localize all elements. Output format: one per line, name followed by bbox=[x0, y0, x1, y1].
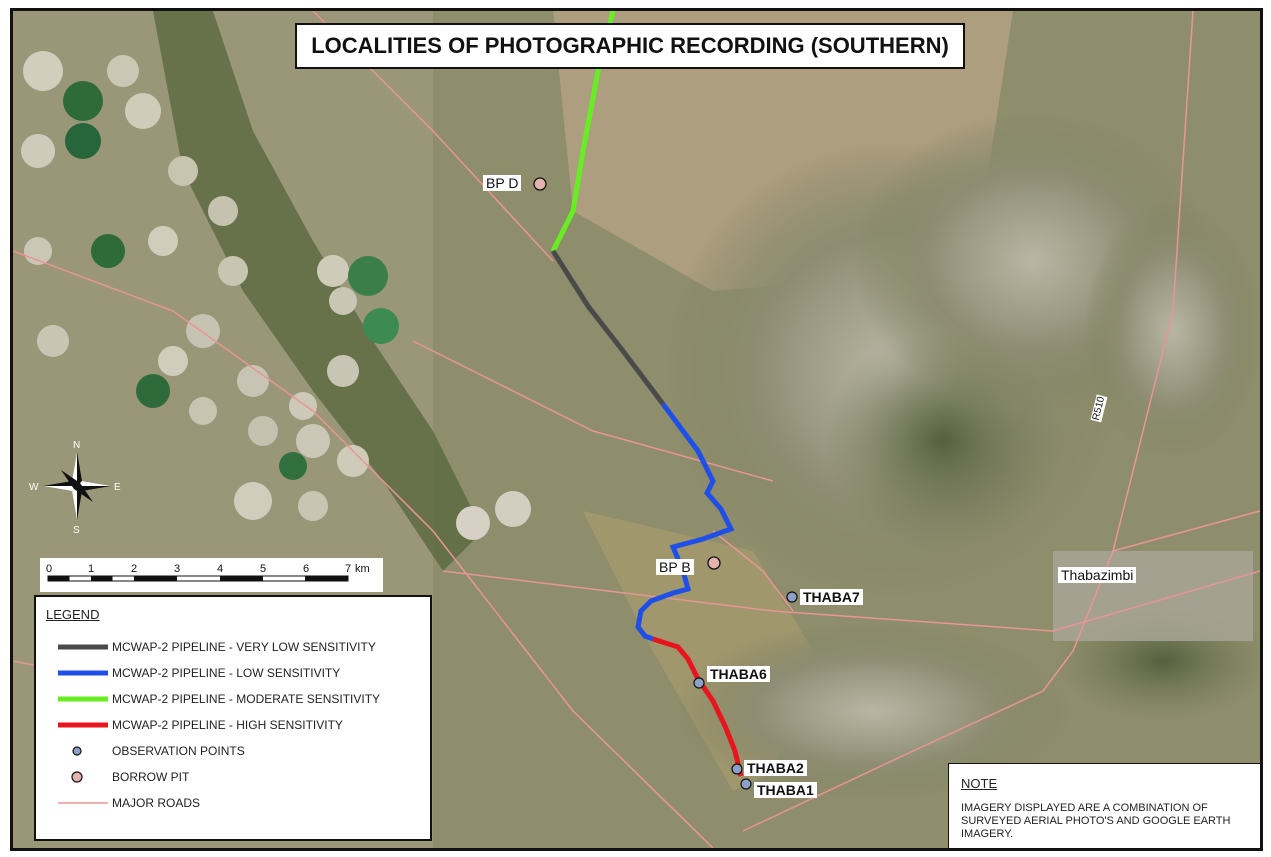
mountain-range-3 bbox=[673, 621, 1073, 801]
map-frame: N S E W BP D BP B THABA7 THABA6 THABA2 T… bbox=[10, 8, 1263, 851]
scale-tick-1: 1 bbox=[88, 563, 94, 575]
legend-heading: LEGEND bbox=[46, 607, 100, 622]
compass-rose-icon: N S E W bbox=[29, 440, 121, 536]
town-area bbox=[1053, 551, 1253, 641]
scale-bar-graphic: 0 1 2 3 4 5 6 7 km bbox=[46, 563, 370, 582]
line-symbol-low-icon bbox=[58, 670, 108, 676]
line-symbol-moderate-icon bbox=[58, 696, 108, 702]
scale-tick-7: 7 bbox=[345, 563, 351, 575]
compass-w: W bbox=[29, 482, 39, 493]
pipeline-low-segment bbox=[635, 402, 735, 642]
riverine-vegetation bbox=[153, 11, 483, 571]
scale-tick-0: 0 bbox=[46, 563, 52, 575]
mountain-range-4 bbox=[1083, 201, 1260, 461]
legend-label: MCWAP-2 PIPELINE - HIGH SENSITIVITY bbox=[112, 718, 343, 732]
scale-tick-4: 4 bbox=[217, 563, 223, 575]
compass-e: E bbox=[114, 482, 121, 493]
legend-item-observation: OBSERVATION POINTS bbox=[36, 741, 432, 761]
observation-point-thaba6[interactable] bbox=[693, 677, 705, 689]
legend-label: OBSERVATION POINTS bbox=[112, 744, 245, 758]
observation-point-thaba7[interactable] bbox=[786, 591, 798, 603]
legend-label: MAJOR ROADS bbox=[112, 796, 201, 810]
observation-point-thaba1[interactable] bbox=[740, 778, 752, 790]
irrigation-circles bbox=[21, 51, 531, 540]
borrow-pit-icon bbox=[71, 771, 83, 783]
pipeline-very-low-segment bbox=[550, 249, 665, 406]
scale-tick-2: 2 bbox=[131, 563, 137, 575]
label-thaba7: THABA7 bbox=[800, 589, 863, 605]
scale-tick-5: 5 bbox=[260, 563, 266, 575]
legend-item-low: MCWAP-2 PIPELINE - LOW SENSITIVITY bbox=[36, 663, 432, 683]
map-title: LOCALITIES OF PHOTOGRAPHIC RECORDING (SO… bbox=[295, 23, 965, 69]
map-canvas[interactable]: N S E W bbox=[13, 11, 1260, 848]
legend-label: MCWAP-2 PIPELINE - LOW SENSITIVITY bbox=[112, 666, 341, 680]
note-text: IMAGERY DISPLAYED ARE A COMBINATION OF S… bbox=[961, 802, 1231, 840]
legend-label: MCWAP-2 PIPELINE - MODERATE SENSITIVITY bbox=[112, 692, 381, 706]
scale-unit: km bbox=[355, 563, 370, 575]
line-symbol-high-icon bbox=[58, 722, 108, 728]
borrow-pit-bp-d[interactable] bbox=[533, 177, 547, 191]
scale-tick-6: 6 bbox=[303, 563, 309, 575]
legend-item-borrow-pit: BORROW PIT bbox=[36, 767, 432, 787]
note-panel: NOTE IMAGERY DISPLAYED ARE A COMBINATION… bbox=[948, 763, 1260, 848]
label-thaba1: THABA1 bbox=[754, 782, 817, 798]
legend-item-roads: MAJOR ROADS bbox=[36, 793, 432, 813]
mountain-shadow-1 bbox=[823, 331, 1063, 551]
borrow-pit-bp-b[interactable] bbox=[707, 556, 721, 570]
legend-panel: LEGEND MCWAP-2 PIPELINE - VERY LOW SENSI… bbox=[34, 595, 432, 841]
compass-n: N bbox=[73, 440, 80, 451]
note-heading: NOTE bbox=[961, 776, 998, 791]
label-bp-b: BP B bbox=[656, 559, 694, 575]
scale-bar: 0 1 2 3 4 5 6 7 km bbox=[40, 558, 383, 592]
legend-item-high: MCWAP-2 PIPELINE - HIGH SENSITIVITY bbox=[36, 715, 432, 735]
legend-item-moderate: MCWAP-2 PIPELINE - MODERATE SENSITIVITY bbox=[36, 689, 432, 709]
observation-point-icon bbox=[72, 746, 82, 756]
legend-label: MCWAP-2 PIPELINE - VERY LOW SENSITIVITY bbox=[112, 640, 376, 654]
label-thaba6: THABA6 bbox=[707, 666, 770, 682]
label-thaba2: THABA2 bbox=[744, 760, 807, 776]
scale-tick-3: 3 bbox=[174, 563, 180, 575]
observation-point-thaba2[interactable] bbox=[731, 763, 743, 775]
legend-item-very-low: MCWAP-2 PIPELINE - VERY LOW SENSITIVITY bbox=[36, 637, 432, 657]
legend-label: BORROW PIT bbox=[112, 770, 190, 784]
label-bp-d: BP D bbox=[483, 175, 522, 191]
road-line-symbol-icon bbox=[58, 802, 108, 804]
compass-s: S bbox=[73, 525, 80, 536]
pipeline-high-segment bbox=[652, 636, 744, 777]
line-symbol-very-low-icon bbox=[58, 644, 108, 650]
label-town-thabazimbi: Thabazimbi bbox=[1058, 567, 1137, 583]
